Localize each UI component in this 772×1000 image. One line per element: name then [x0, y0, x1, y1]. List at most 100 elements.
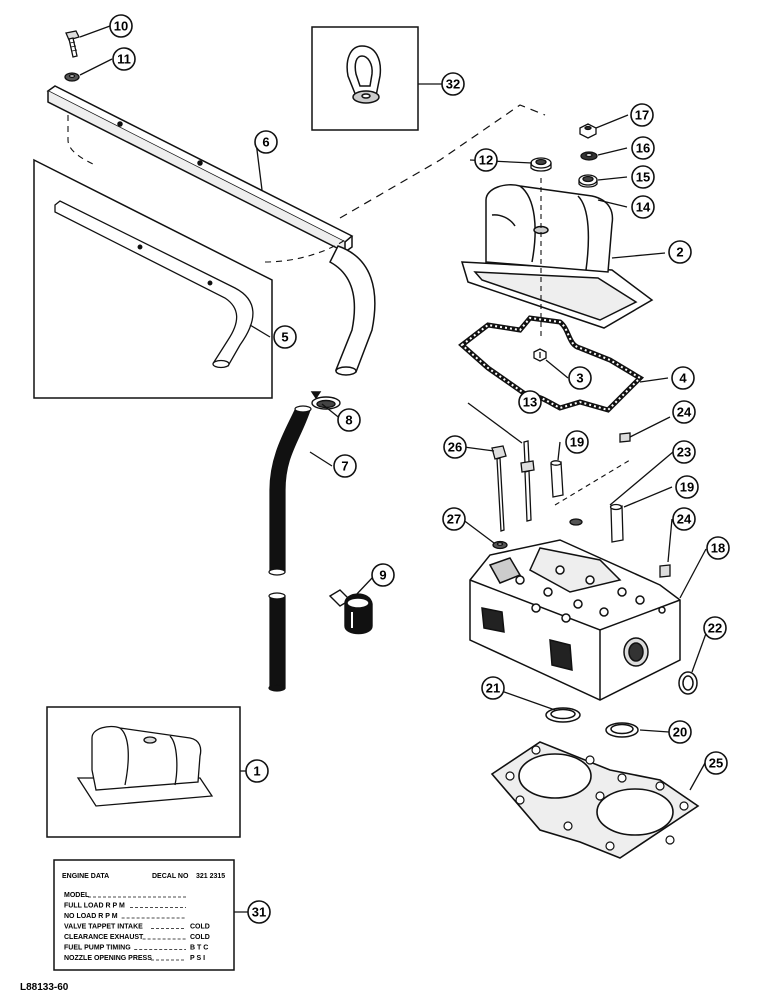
- decal-row-value: P S I: [190, 955, 205, 962]
- callout-circle: [254, 130, 278, 154]
- callout-number: 23: [677, 445, 691, 460]
- nut-17: [579, 123, 597, 139]
- callout-circle: [371, 563, 395, 587]
- ring-20: [605, 722, 639, 738]
- callout-circle: [668, 720, 692, 744]
- callout-17: 17: [630, 103, 654, 127]
- callout-number: 32: [446, 77, 460, 92]
- callout-16: 16: [631, 136, 655, 160]
- callout-circle: [565, 430, 589, 454]
- plug-23: [569, 518, 583, 526]
- callout-number: 13: [523, 395, 537, 410]
- callout-circle: [333, 454, 357, 478]
- callout-circle: [443, 435, 467, 459]
- callout-circle: [112, 47, 136, 71]
- tube-19-left: [550, 460, 564, 498]
- callout-circle: [442, 507, 466, 531]
- callout-number: 10: [114, 19, 128, 34]
- callout-number: 12: [479, 153, 493, 168]
- callout-9: 9: [371, 563, 395, 587]
- callout-27: 27: [442, 507, 466, 531]
- decal-row-label: FULL LOAD R P M: [64, 903, 125, 910]
- callout-26: 26: [443, 435, 467, 459]
- bolt-26: [491, 445, 507, 532]
- decal-box-31: ENGINE DATA DECAL NO 321 2315 MODELFULL …: [53, 859, 235, 971]
- callout-3: 3: [568, 366, 592, 390]
- callout-19: 19: [675, 475, 699, 499]
- callout-7: 7: [333, 454, 357, 478]
- clip-9: [328, 589, 373, 635]
- callout-8: 8: [337, 408, 361, 432]
- callout-number: 24: [677, 512, 692, 527]
- decal-row-label: NOZZLE OPENING PRESS: [64, 955, 152, 962]
- decal-row-label: MODEL: [64, 892, 90, 899]
- callout-number: 18: [711, 541, 725, 556]
- callout-number: 9: [379, 568, 386, 583]
- washer-27: [492, 540, 508, 550]
- figure-code: L88133-60: [20, 982, 69, 993]
- callout-1: 1: [245, 759, 269, 783]
- callout-circle: [631, 195, 655, 219]
- decal-row-label: CLEARANCE EXHAUST: [64, 934, 144, 941]
- callout-20: 20: [668, 720, 692, 744]
- callout-18: 18: [706, 536, 730, 560]
- callout-4: 4: [671, 366, 695, 390]
- callout-14: 14: [631, 195, 655, 219]
- callout-circle: [668, 240, 692, 264]
- callout-24: 24: [672, 507, 696, 531]
- callout-circle: [337, 408, 361, 432]
- callout-number: 22: [708, 621, 722, 636]
- callout-12: 12: [474, 148, 498, 172]
- callout-number: 16: [636, 141, 650, 156]
- callout-circle: [672, 440, 696, 464]
- callout-circle: [441, 72, 465, 96]
- callout-circle: [247, 900, 271, 924]
- callout-number: 20: [673, 725, 687, 740]
- callout-circle: [474, 148, 498, 172]
- callout-32: 32: [441, 72, 465, 96]
- callout-circle: [481, 676, 505, 700]
- decal-row-value: B T C: [190, 945, 208, 952]
- tube-19-right: [609, 503, 624, 543]
- callout-23: 23: [672, 440, 696, 464]
- callout-31: 31: [247, 900, 271, 924]
- plug-24-lower: [659, 564, 671, 578]
- dashed-leader-line: [339, 104, 546, 219]
- callout-number: 5: [281, 330, 288, 345]
- callout-number: 26: [448, 440, 462, 455]
- callout-number: 15: [636, 170, 650, 185]
- nut-3: [533, 348, 547, 362]
- inset-box-32: [311, 26, 419, 131]
- callout-number: 17: [635, 108, 649, 123]
- valve-cover-2: [460, 178, 654, 340]
- decal-row-value: COLD: [190, 934, 210, 941]
- grommet-15: [578, 174, 598, 188]
- ring-22: [678, 671, 698, 695]
- inset-box-1: [46, 706, 241, 838]
- callout-25: 25: [704, 751, 728, 775]
- inset-box-5: [33, 158, 273, 399]
- decal-row-label: VALVE TAPPET INTAKE: [64, 924, 143, 931]
- callout-15: 15: [631, 165, 655, 189]
- callout-2: 2: [668, 240, 692, 264]
- callout-number: 27: [447, 512, 461, 527]
- callout-number: 1: [253, 764, 260, 779]
- callout-number: 25: [709, 756, 723, 771]
- plug-24-upper: [619, 432, 631, 443]
- callout-11: 11: [112, 47, 136, 71]
- ring-21: [545, 707, 581, 723]
- callout-circle: [671, 366, 695, 390]
- callout-circle: [703, 616, 727, 640]
- bolt-10: [65, 30, 80, 58]
- callout-6: 6: [254, 130, 278, 154]
- callout-22: 22: [703, 616, 727, 640]
- decal-number: 321 2315: [196, 873, 225, 880]
- callout-circle: [631, 136, 655, 160]
- callout-number: 19: [570, 435, 584, 450]
- callout-circle: [109, 14, 133, 38]
- callout-number: 3: [576, 371, 583, 386]
- washer-16: [580, 151, 598, 161]
- callout-19: 19: [565, 430, 589, 454]
